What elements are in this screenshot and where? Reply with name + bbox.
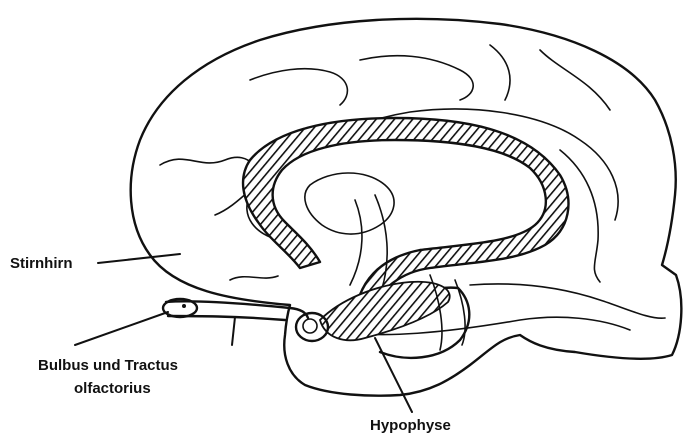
- label-bulbus-line2: olfactorius: [74, 380, 151, 397]
- leader-bulbus: [75, 312, 168, 345]
- sulcus-upper-2: [360, 56, 473, 100]
- label-hypophyse: Hypophyse: [370, 417, 451, 434]
- olfactory-bulb-dot: [182, 304, 186, 308]
- sulcus-lower: [230, 276, 278, 280]
- label-stirnhirn: Stirnhirn: [10, 255, 73, 272]
- leader-stirnhirn: [98, 254, 180, 263]
- sulcus-calcarine: [470, 284, 665, 318]
- sulcus-upper-3: [490, 45, 610, 110]
- hemisphere-outline: [131, 19, 682, 396]
- corpus-callosum: [243, 118, 568, 310]
- leader-hypophyse: [375, 338, 412, 412]
- leader-tractus: [232, 317, 235, 345]
- sulcus-upper-1: [250, 69, 347, 105]
- thalamus-contour: [305, 173, 394, 234]
- label-bulbus-line1: Bulbus und Tractus: [38, 357, 178, 374]
- hypophysis-inner: [303, 319, 317, 333]
